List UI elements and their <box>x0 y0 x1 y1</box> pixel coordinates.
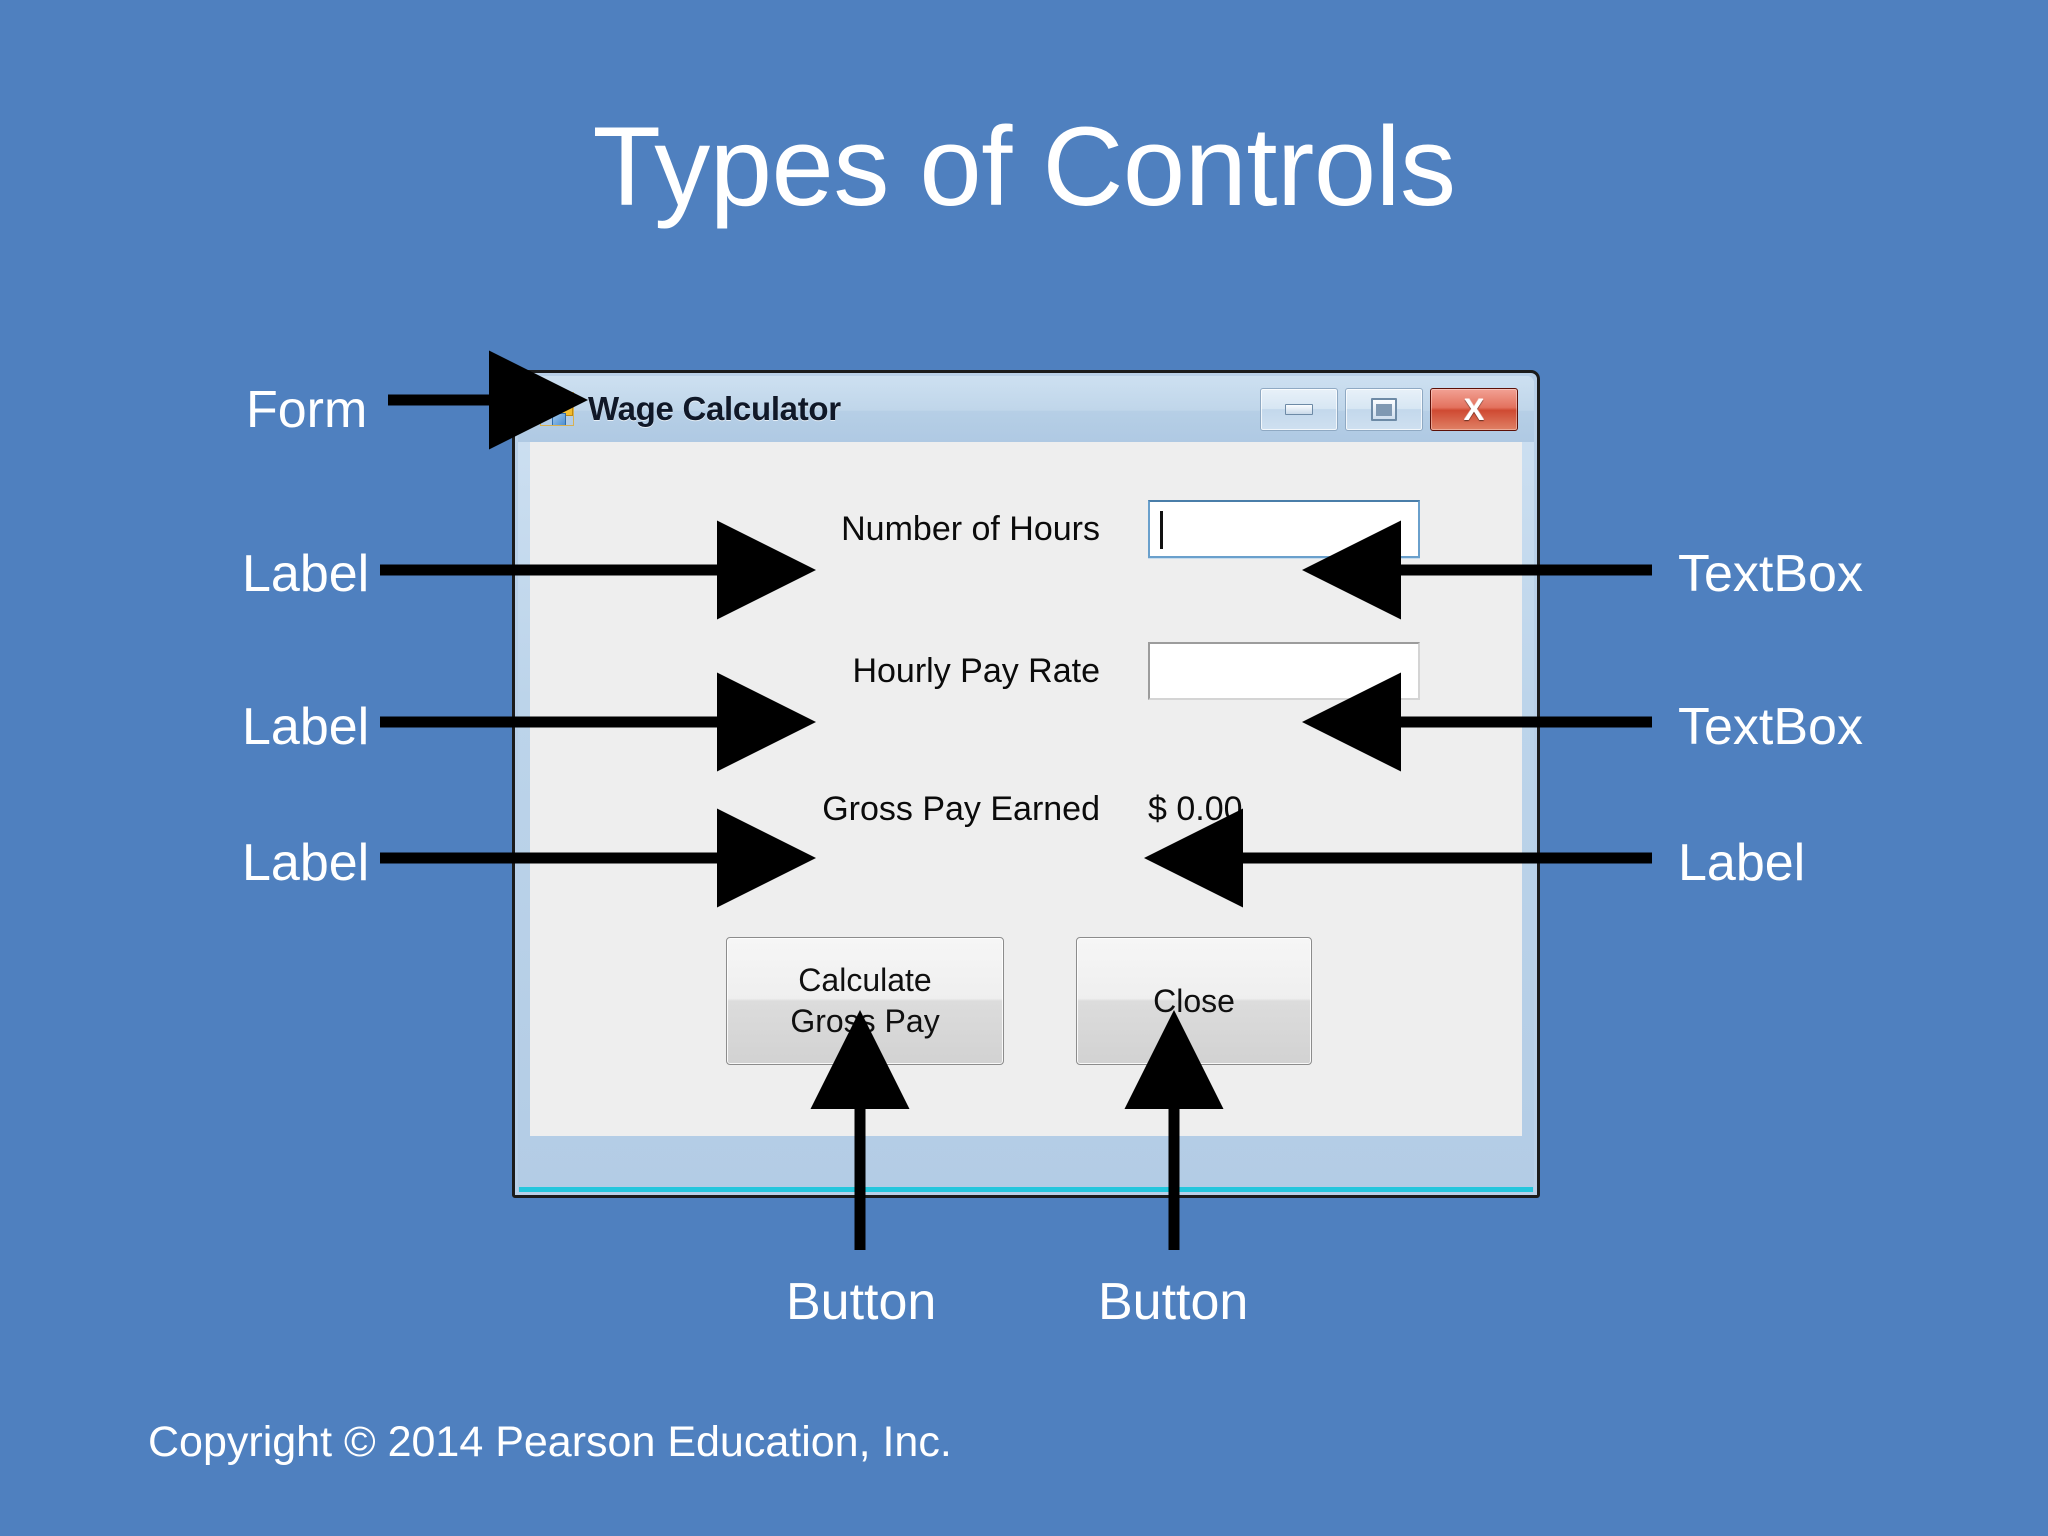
minimize-icon <box>1285 403 1313 415</box>
window-controls: X <box>1260 387 1524 431</box>
close-window-button[interactable]: X <box>1430 387 1518 431</box>
close-button[interactable]: Close <box>1076 937 1312 1065</box>
row-gross-pay-earned: Gross Pay Earned $ 0.00 <box>600 790 1450 829</box>
annotation-button-1: Button <box>786 1273 937 1331</box>
value-gross-pay-earned: $ 0.00 <box>1148 790 1243 828</box>
annotation-textbox-2: TextBox <box>1678 698 1863 756</box>
label-number-of-hours: Number of Hours <box>841 509 1100 548</box>
form-title-text: Wage Calculator <box>588 390 841 427</box>
page-title: Types of Controls <box>592 104 1457 229</box>
label-hourly-pay-rate: Hourly Pay Rate <box>852 651 1100 690</box>
input-number-of-hours[interactable] <box>1148 500 1420 558</box>
annotation-label-3: Label <box>242 834 370 892</box>
vs-form-icon <box>540 392 574 426</box>
form-client-area: Number of Hours Hourly Pay Rate Gross Pa… <box>530 442 1522 1136</box>
maximize-icon <box>1371 397 1397 421</box>
text-caret <box>1160 511 1163 549</box>
form-titlebar[interactable]: Wage Calculator X <box>518 376 1534 442</box>
annotation-label-1: Label <box>242 545 370 603</box>
row-hourly-pay-rate: Hourly Pay Rate <box>600 642 1450 700</box>
annotation-form: Form <box>246 381 368 439</box>
calculate-gross-pay-button[interactable]: Calculate Gross Pay <box>726 937 1004 1065</box>
row-number-of-hours: Number of Hours <box>600 500 1450 558</box>
annotation-textbox-1: TextBox <box>1678 545 1863 603</box>
annotation-button-2: Button <box>1098 1273 1249 1331</box>
calculate-button-line2: Gross Pay <box>790 1003 940 1039</box>
close-button-label: Close <box>1153 982 1235 1019</box>
label-gross-pay-earned: Gross Pay Earned <box>822 790 1100 828</box>
annotation-label-2: Label <box>242 698 370 756</box>
annotation-label-right-3: Label <box>1678 834 1806 892</box>
form-glass-frame: Wage Calculator X Number of Hours <box>518 376 1534 1192</box>
input-hourly-pay-rate[interactable] <box>1148 642 1420 700</box>
copyright-text: Copyright © 2014 Pearson Education, Inc. <box>148 1418 952 1466</box>
close-icon: X <box>1463 391 1485 427</box>
minimize-button[interactable] <box>1260 387 1338 431</box>
wage-calculator-form[interactable]: Wage Calculator X Number of Hours <box>512 370 1540 1198</box>
calculate-button-line1: Calculate <box>798 962 932 999</box>
maximize-button[interactable] <box>1345 387 1423 431</box>
